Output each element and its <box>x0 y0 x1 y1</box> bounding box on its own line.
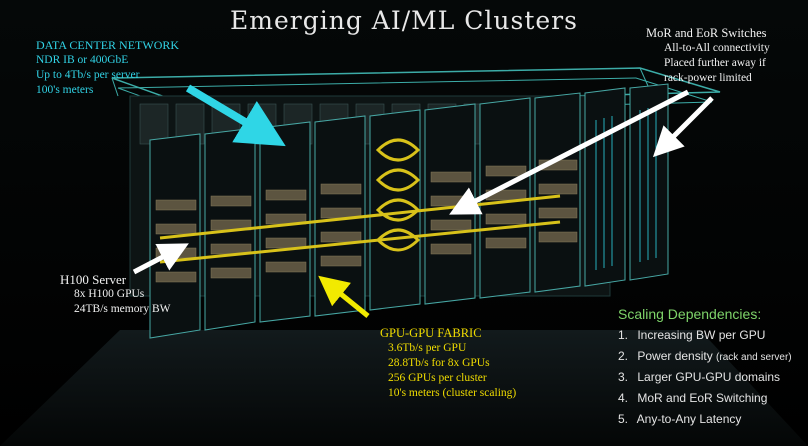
scaling-heading: Scaling Dependencies: <box>618 306 762 322</box>
dcn-line: 100's meters <box>36 84 94 96</box>
list-item: 1. Increasing BW per GPU <box>618 328 766 342</box>
gpu-line: 3.6Tb/s per GPU <box>388 342 467 354</box>
gpu-fabric-arrow <box>318 275 370 318</box>
mor-line: Placed further away if <box>664 57 766 69</box>
gpu-line: 256 GPUs per cluster <box>388 372 487 384</box>
h100-line: 24TB/s memory BW <box>74 303 171 315</box>
mor-line: All-to-All connectivity <box>664 42 770 54</box>
h100-server-callout: H100 Server 8x H100 GPUs 24TB/s memory B… <box>60 272 170 317</box>
list-item: 3. Larger GPU-GPU domains <box>618 370 781 384</box>
list-item: 5. Any-to-Any Latency <box>618 412 742 426</box>
mor-arrow-long <box>449 89 690 215</box>
yellow-cabling <box>159 138 561 264</box>
h100-arrow <box>132 243 189 275</box>
scaling-dependencies-list: Scaling Dependencies: 1. Increasing BW p… <box>618 306 792 433</box>
h100-line: 8x H100 GPUs <box>74 288 145 300</box>
dcn-heading: DATA CENTER NETWORK <box>36 38 180 52</box>
gpu-line: 28.8Tb/s for 8x GPUs <box>388 357 490 369</box>
mor-arrow-short <box>652 96 714 158</box>
mor-line: rack-power limited <box>664 72 752 84</box>
dcn-line: Up to 4Tb/s per server <box>36 69 140 81</box>
list-item: 4. MoR and EoR Switching <box>618 391 768 405</box>
mor-heading: MoR and EoR Switches <box>646 26 767 40</box>
page-title: Emerging AI/ML Clusters <box>230 6 578 35</box>
gpu-line: 10's meters (cluster scaling) <box>388 387 517 399</box>
mor-eor-callout: MoR and EoR Switches All-to-All connecti… <box>646 26 770 86</box>
gpu-heading: GPU-GPU FABRIC <box>380 326 482 340</box>
h100-heading: H100 Server <box>60 272 127 287</box>
dcn-line: NDR IB or 400GbE <box>36 54 129 66</box>
list-item: 2. Power density (rack and server) <box>618 349 792 363</box>
dcn-arrow <box>185 84 286 147</box>
gpu-fabric-callout: GPU-GPU FABRIC 3.6Tb/s per GPU 28.8Tb/s … <box>380 326 516 401</box>
data-center-network-callout: DATA CENTER NETWORK NDR IB or 400GbE Up … <box>36 38 179 98</box>
